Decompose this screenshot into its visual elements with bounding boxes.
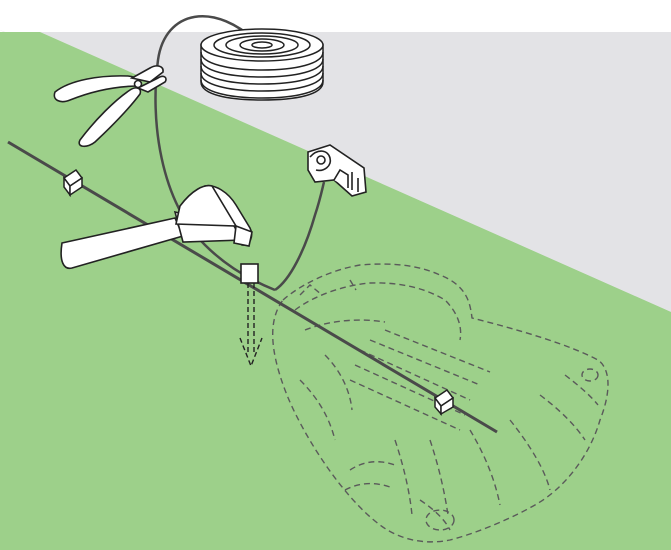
connector-icon [307, 144, 367, 197]
robotic-mower-icon [272, 263, 609, 543]
lawn-edge [0, 32, 671, 380]
wire-loop [154, 15, 276, 292]
connector-wire [274, 181, 326, 292]
peg-icon [62, 168, 84, 198]
peg-icon-right [433, 388, 455, 417]
boundary-wire [7, 140, 498, 434]
wire-coil-icon [200, 28, 324, 101]
pavement-white-cut [40, 0, 671, 32]
pliers-icon [53, 65, 167, 148]
peg-staple [239, 263, 263, 368]
hammer-icon [60, 184, 253, 270]
